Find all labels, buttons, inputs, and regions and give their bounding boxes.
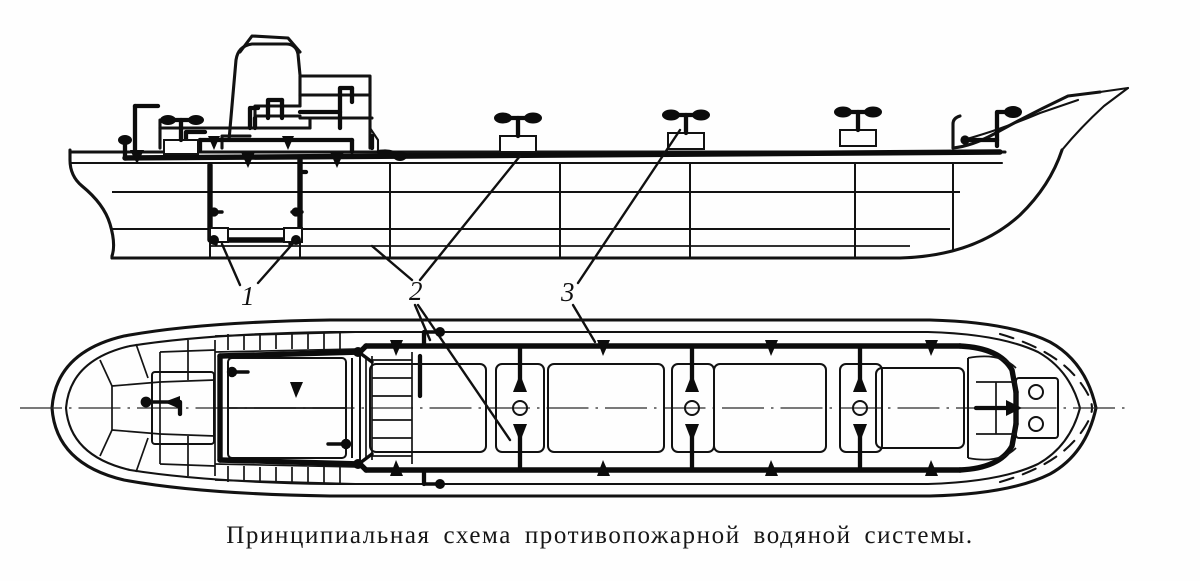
superstructure-piping: [132, 85, 375, 161]
bow-pipe-stub: [118, 135, 132, 161]
callout-label-1: 1: [241, 281, 255, 311]
hydrant-side-2: [494, 112, 542, 153]
engine-room-plan: [140, 352, 413, 464]
fire-pumps-and-suction: [207, 157, 304, 246]
plan-hull-outline: [50, 318, 1098, 498]
hydrant-side-stern: [960, 106, 1022, 149]
deck-hydrants-side: [130, 106, 1022, 168]
side-elevation-view: [68, 34, 1130, 260]
hydrant-side-3: [662, 109, 710, 150]
plan-view: [20, 318, 1130, 498]
hydrant-side-4: [834, 106, 882, 147]
forward-tanks-plan: [151, 371, 215, 445]
superstructure: [158, 34, 380, 154]
figure-caption: Принципиальная схема противопожарной вод…: [226, 522, 974, 549]
callout-leaders: [220, 128, 682, 442]
callout-label-2: 2: [409, 276, 423, 306]
forecastle-compartments: [99, 340, 216, 476]
plan-hydrants: [164, 327, 938, 489]
callout-label-3: 3: [560, 277, 575, 307]
transverse-bulkheads: [209, 163, 954, 258]
side-tank-ribs: [214, 331, 361, 485]
cargo-hatches-plan: [369, 363, 965, 453]
hydrant-side-1: [160, 115, 204, 155]
stern-block-plan: [967, 355, 1059, 461]
